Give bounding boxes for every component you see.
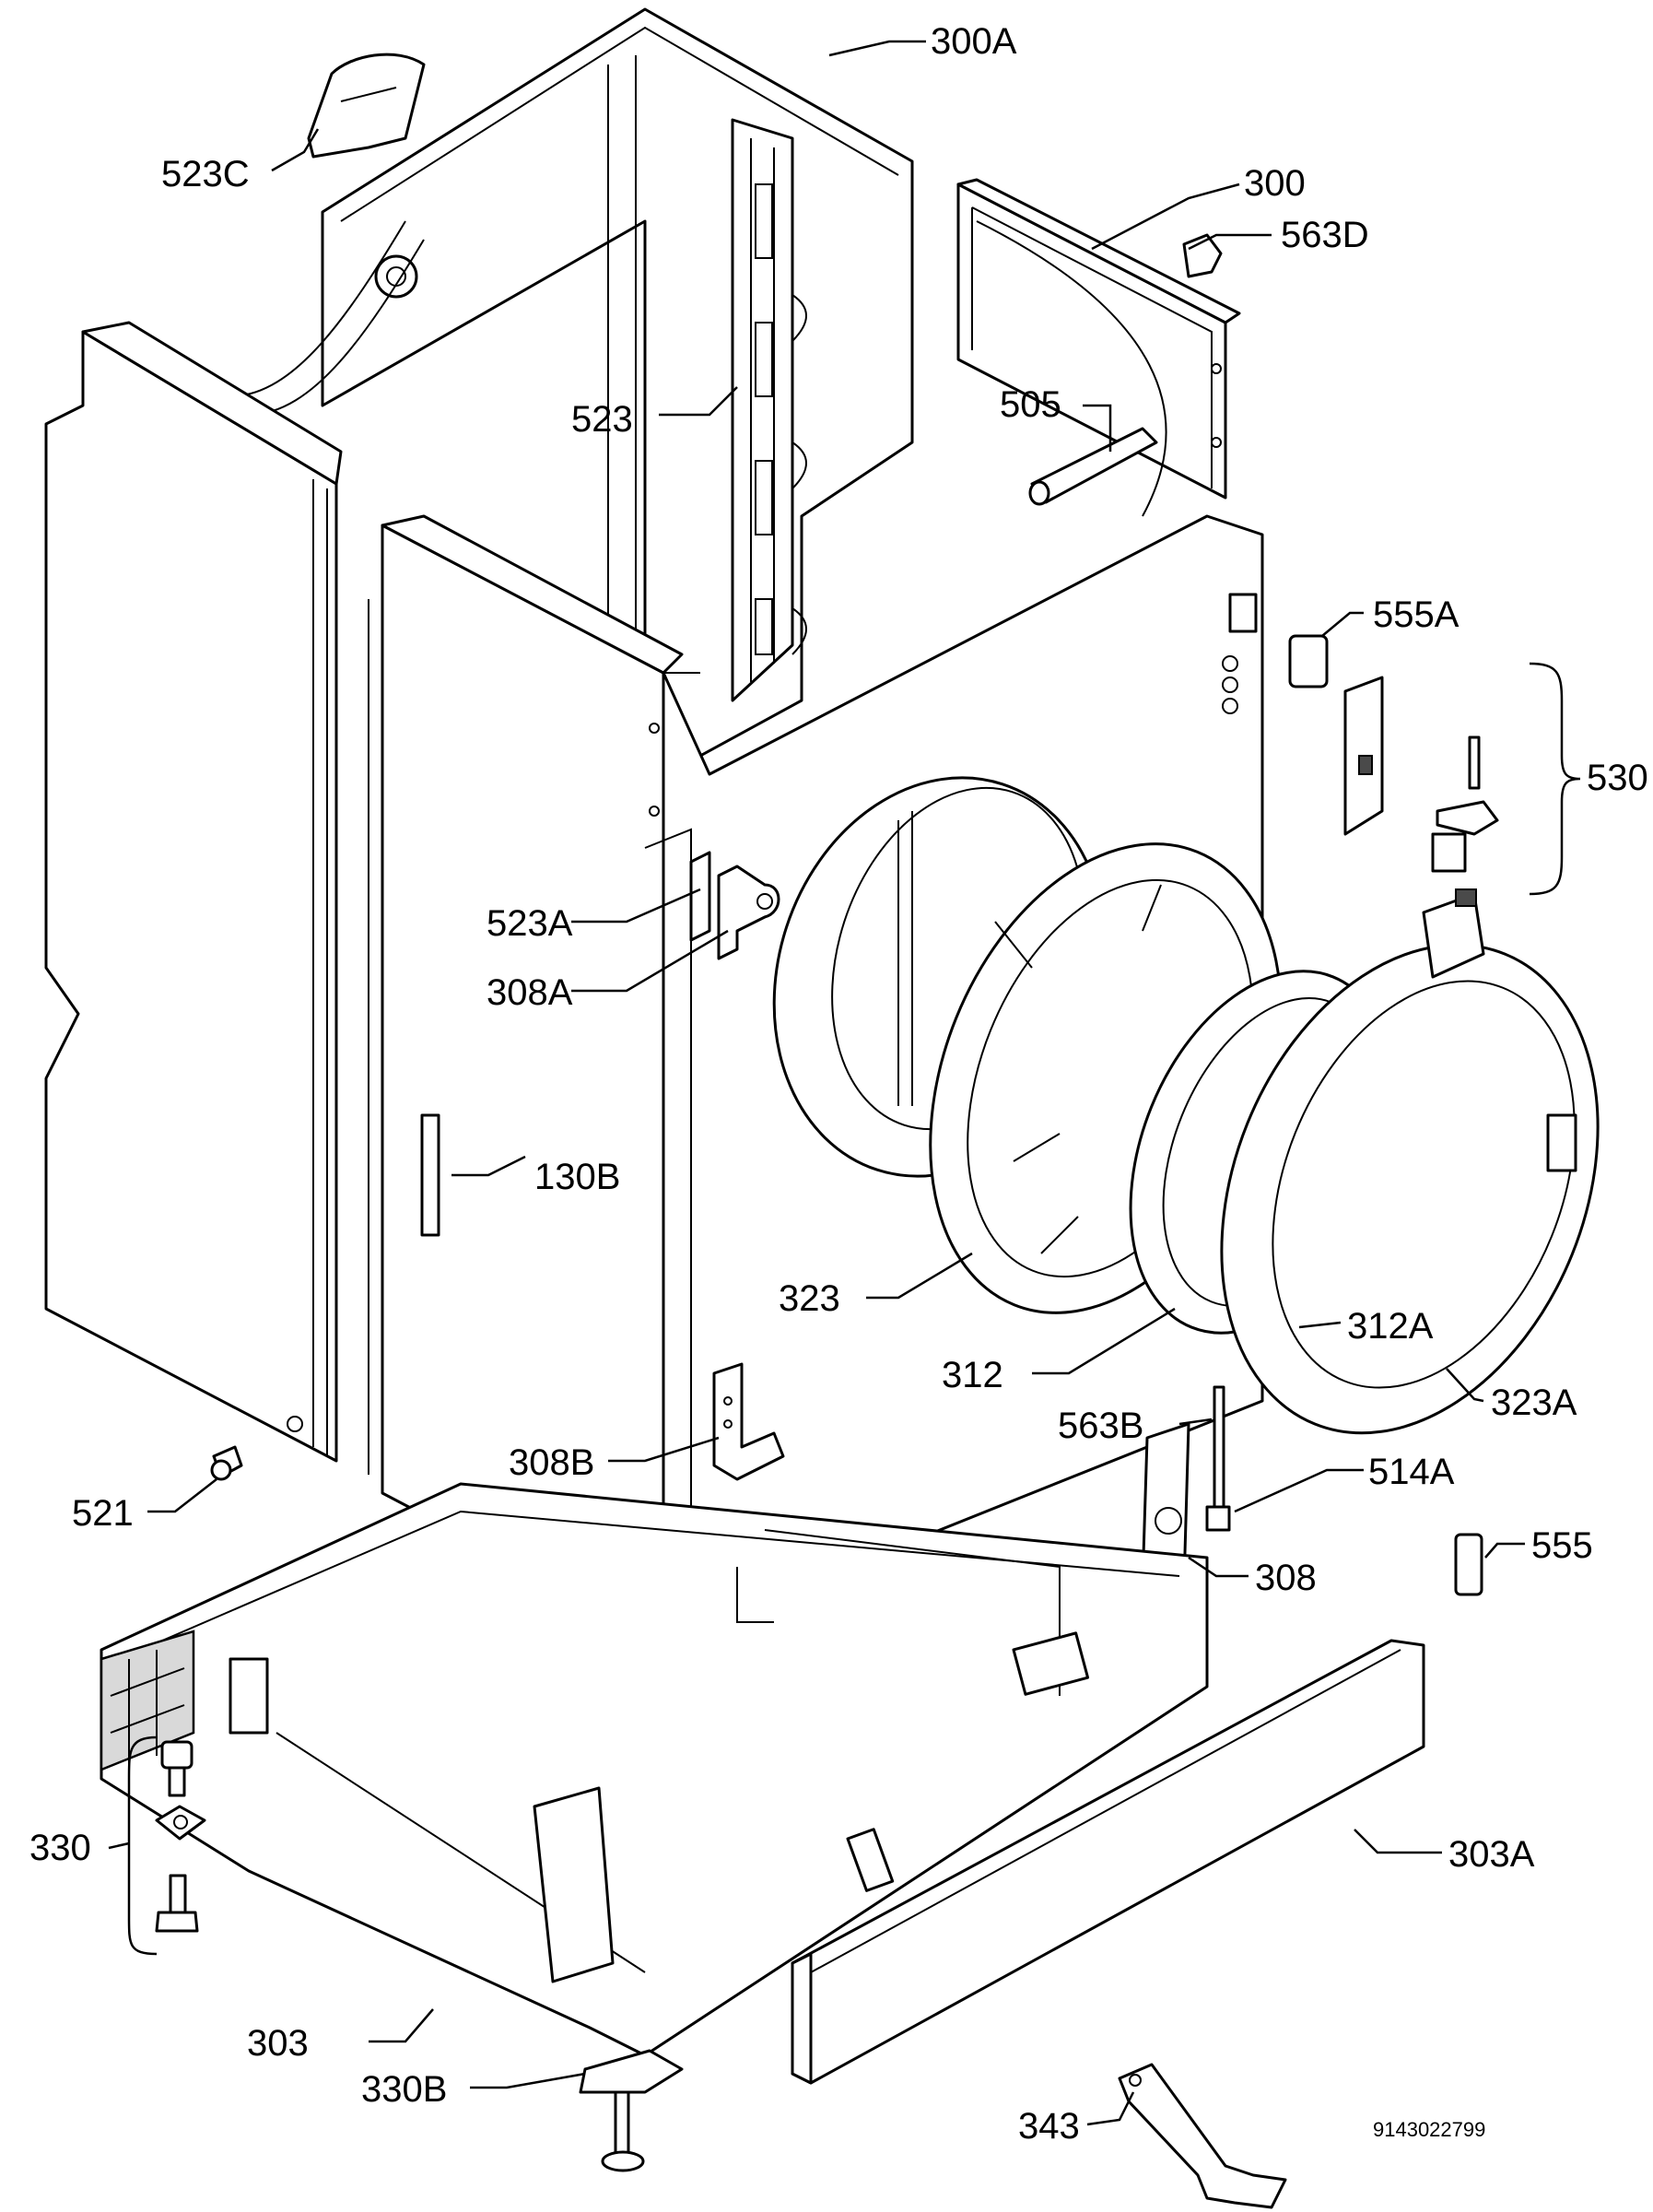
label-303: 303 [247,2023,309,2064]
label-308a: 308A [487,972,573,1013]
label-505: 505 [1000,384,1061,425]
drawing-number: 9143022799 [1373,2118,1485,2141]
leader-lines [147,40,1525,2126]
cover-555 [1454,1533,1483,1596]
front-plinth-303a [791,1639,1425,2085]
label-300: 300 [1244,163,1306,204]
label-330: 330 [29,1828,91,1868]
door-lock-assembly-530 [1343,676,1499,979]
cover-555a [1288,634,1329,688]
label-530: 530 [1587,758,1648,798]
bracket-330-left [108,1735,158,1956]
label-312a: 312A [1347,1306,1434,1347]
foot-330b [579,2049,684,2172]
label-312: 312 [942,1355,1003,1395]
label-300a: 300A [931,21,1017,62]
label-323a: 323A [1491,1382,1577,1423]
label-343: 343 [1018,2106,1080,2147]
label-523c: 523C [161,154,250,194]
tube-505 [1028,427,1158,506]
label-308: 308 [1255,1558,1317,1598]
screw-521 [210,1445,243,1481]
rail-523 [731,118,807,702]
spanner-343 [1118,2063,1287,2209]
label-130b: 130B [534,1157,620,1197]
label-514a: 514A [1368,1452,1455,1492]
side-panel-300 [956,178,1241,517]
label-555: 555 [1531,1525,1593,1566]
bracket-523a-308a [689,851,780,960]
label-523: 523 [571,399,633,440]
label-523a: 523A [487,903,573,944]
label-555a: 555A [1373,594,1460,635]
callout-labels: 300A 523C 300 563D 505 523 555A 530 523A… [29,21,1648,2147]
pin-563b-514a [1205,1385,1231,1532]
label-563d: 563D [1281,215,1369,255]
bracket-530 [1529,662,1581,896]
foot-parts-330 [155,1740,206,1933]
label-308b: 308B [509,1442,594,1483]
label-303a: 303A [1448,1834,1535,1875]
label-521: 521 [72,1493,134,1534]
bracket-308b [712,1362,785,1481]
door-ring-323a [1220,943,1600,1435]
base-frame-303 [100,1482,1209,2057]
left-side-panel [44,321,343,1463]
label-563b: 563B [1058,1406,1143,1446]
clip-523c [307,53,426,159]
label-323: 323 [779,1278,840,1319]
label-330b: 330B [361,2069,447,2110]
